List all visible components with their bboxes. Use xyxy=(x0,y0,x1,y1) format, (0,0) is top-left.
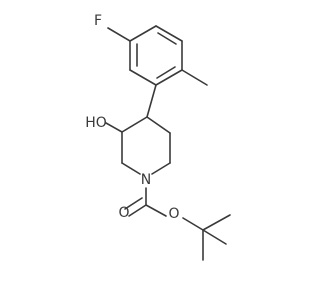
ring-bond xyxy=(129,69,157,86)
carbonyl-oxygen-label: O xyxy=(118,205,129,221)
carbonyl-double-bond xyxy=(128,204,147,217)
carbonyl-double-bond xyxy=(124,197,143,210)
molecule-diagram: F HO N O O xyxy=(85,13,231,261)
tbutyl-methyl-bond xyxy=(202,214,231,231)
aryl-piperidine-bond xyxy=(146,84,157,118)
ring-bond xyxy=(121,116,148,133)
fluorine-label: F xyxy=(94,13,102,29)
hydroxyl-bond xyxy=(105,122,123,133)
ring-bond xyxy=(151,162,171,175)
piperidine-ring xyxy=(121,116,171,175)
nitrogen-label: N xyxy=(141,172,151,188)
ring-double-bond xyxy=(157,32,177,45)
fluorine-bond xyxy=(107,27,131,42)
structure-svg: F HO N O O xyxy=(85,13,231,261)
methyl-bond xyxy=(181,69,208,86)
ring-bond xyxy=(155,69,183,86)
tbutyl-bond xyxy=(182,217,204,231)
benzene-ring xyxy=(129,25,183,86)
hydroxyl-label: HO xyxy=(85,115,107,131)
ring-bond xyxy=(129,25,157,42)
ester-bond xyxy=(145,204,167,217)
ester-oxygen-label: O xyxy=(168,206,179,222)
ring-bond xyxy=(155,25,183,42)
ring-bond xyxy=(146,116,171,134)
ring-double-bond xyxy=(156,66,176,79)
tbutyl-methyl-bond xyxy=(202,229,227,245)
ring-bond xyxy=(121,162,141,175)
